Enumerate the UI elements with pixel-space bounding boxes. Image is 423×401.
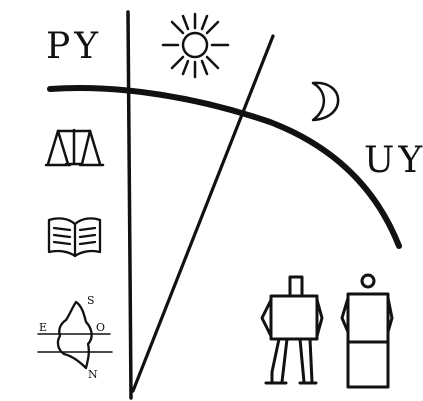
map-with-compass-icon: S E O N <box>38 294 112 381</box>
compass-n-label: N <box>88 368 98 381</box>
two-figures-icon <box>262 275 392 387</box>
diagonal-divider-line <box>133 36 273 391</box>
open-book-icon <box>49 218 100 256</box>
py-label: PY <box>46 26 102 67</box>
crescent-moon-icon <box>313 83 338 120</box>
vertical-divider-line <box>128 12 131 398</box>
sun-icon <box>163 14 228 77</box>
balance-scale-icon <box>46 130 103 165</box>
compass-o-label: O <box>96 321 105 334</box>
compass-s-label: S <box>87 294 95 307</box>
compass-e-label: E <box>39 321 47 334</box>
uy-label: UY <box>364 140 423 181</box>
arc-divider-curve <box>50 88 399 246</box>
